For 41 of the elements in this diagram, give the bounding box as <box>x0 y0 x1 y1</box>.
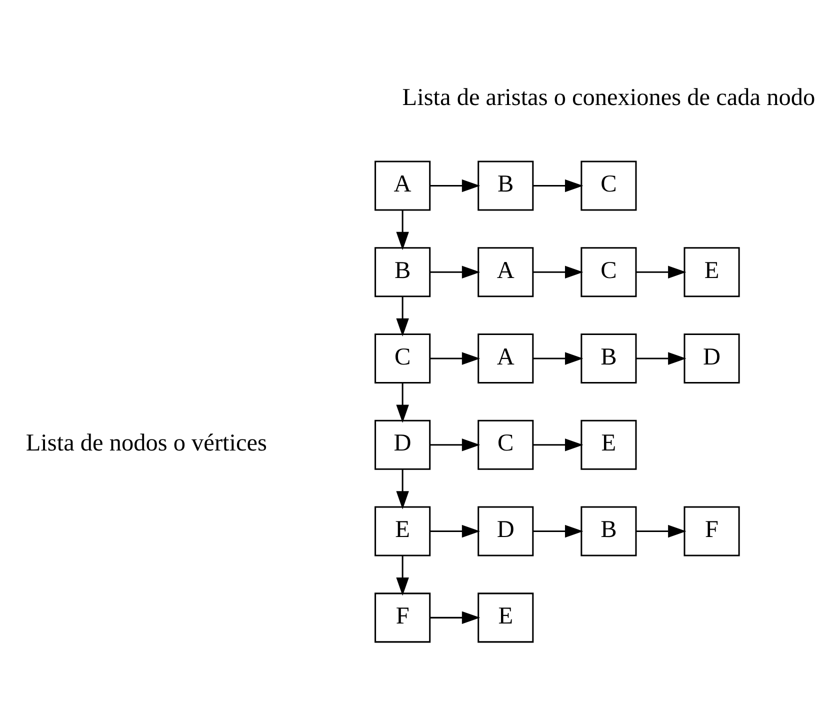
node-box: C <box>478 420 534 470</box>
arrow <box>533 179 584 192</box>
label: Lista de nodos o vértices <box>26 430 267 457</box>
node-box: C <box>580 160 637 211</box>
node-box: F <box>374 592 431 643</box>
node-box: E <box>580 420 637 470</box>
arrow <box>533 438 584 452</box>
arrow <box>636 352 686 365</box>
arrow <box>533 266 584 278</box>
node-box: D <box>684 334 740 384</box>
arrow <box>636 266 686 278</box>
node-box: B <box>580 334 637 384</box>
node-box: A <box>374 160 431 211</box>
node-box: B <box>580 506 637 556</box>
node-box: D <box>374 420 431 470</box>
arrow <box>396 210 409 250</box>
arrow <box>430 438 480 452</box>
arrow <box>396 469 409 510</box>
arrow <box>396 296 409 337</box>
arrow <box>430 352 480 365</box>
node-box: E <box>374 506 431 556</box>
node-box: E <box>684 247 740 298</box>
node-box: A <box>478 247 534 298</box>
arrow <box>636 524 686 538</box>
arrow <box>430 524 480 538</box>
node-box: B <box>374 247 431 298</box>
node-box: C <box>374 334 431 384</box>
node-box: F <box>684 506 740 556</box>
arrow <box>396 556 409 596</box>
arrow <box>533 524 584 538</box>
arrow <box>396 382 409 423</box>
node-box: A <box>478 334 534 384</box>
label: Lista de aristas o conexiones de cada nodo <box>402 84 816 112</box>
node-box: C <box>580 247 637 298</box>
node-box: B <box>478 160 534 211</box>
arrow <box>430 179 480 192</box>
node-box: D <box>478 506 534 556</box>
node-box: E <box>478 592 534 643</box>
arrow <box>533 352 584 365</box>
arrow <box>430 611 480 624</box>
arrow <box>430 266 480 278</box>
